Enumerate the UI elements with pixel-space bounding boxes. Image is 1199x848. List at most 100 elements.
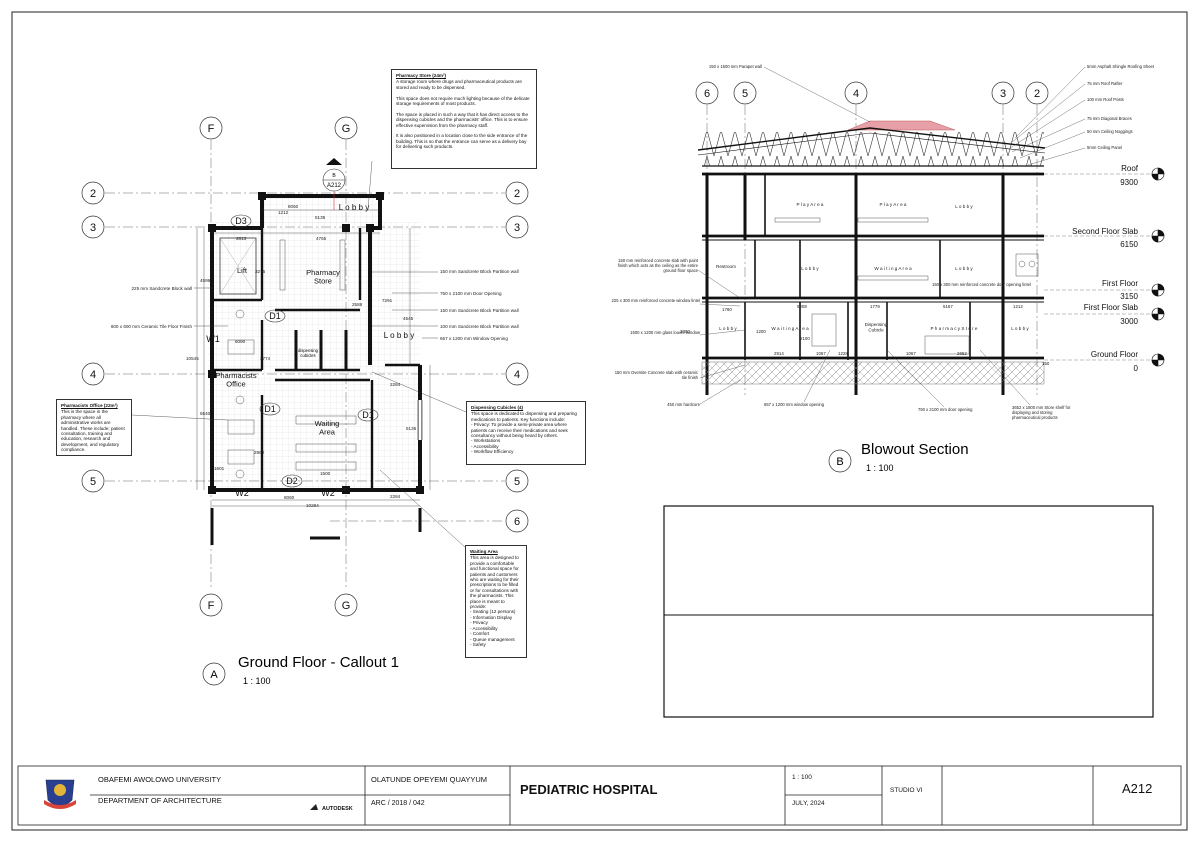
dim-text: 2284 xyxy=(390,494,401,499)
parapet-fill xyxy=(847,120,956,131)
note-title: Pharmacists Office (22m²) xyxy=(61,403,118,408)
section-room: P l a y A r e a xyxy=(797,202,824,207)
dim-text: 10545 xyxy=(186,356,199,361)
tag-d2: D2 xyxy=(286,476,298,486)
tag-w2: W2 xyxy=(321,488,335,498)
section-room: W a i t i n g A r e a xyxy=(874,266,912,271)
section-label: 150 x 300 mm reinforced concrete door op… xyxy=(932,282,1031,287)
level-value: 9300 xyxy=(1120,178,1138,187)
student-name: OLATUNDE OPEYEMI QUAYYUM xyxy=(371,775,487,784)
level-name: Ground Floor xyxy=(1091,350,1138,359)
note-title: Pharmacy Store (24m²) xyxy=(396,73,447,78)
section-title: Blowout Section xyxy=(861,441,969,458)
annotation: 150 mm Sandcrete Block Partition wall xyxy=(440,308,519,313)
plan-scale: 1 : 100 xyxy=(243,676,271,686)
grid-label-3: 3 xyxy=(514,222,520,234)
dim-text: 4545 xyxy=(403,316,414,321)
section-room: L o b b y xyxy=(955,266,973,271)
dim-text: 1500 xyxy=(320,471,331,476)
section-room: P h a r m a c y S t o r e xyxy=(931,326,978,331)
section-room: Restroom xyxy=(716,264,736,269)
dim-text: 1212 xyxy=(1013,304,1023,309)
level-value: 3150 xyxy=(1120,292,1138,301)
dim-text: 2813 xyxy=(236,236,247,241)
tag-w2: W2 xyxy=(235,488,249,498)
dim-text: 1228 xyxy=(838,351,848,356)
annotation: 657 x 1200 mm Window Opening xyxy=(440,336,508,341)
grid-label-f: F xyxy=(208,123,215,135)
grid-label-2: 2 xyxy=(514,188,520,200)
section-room: W a i t i n g A r e a xyxy=(771,326,809,331)
note-pharmacists-office: Pharmacists Office (22m²) This is the sp… xyxy=(56,399,132,456)
grid-label-2: 2 xyxy=(1034,88,1040,100)
dim-text: 5167 xyxy=(943,304,953,309)
dim-text: 2588 xyxy=(352,302,363,307)
section-label: 75 mm Roof Rafter xyxy=(1087,81,1123,86)
grid-label-4: 4 xyxy=(853,88,859,100)
dim-text: 5540 xyxy=(200,411,211,416)
dim-text: 10284 xyxy=(306,503,319,508)
level-markers: Roof 9300 Second Floor Slab 6150 First F… xyxy=(1044,164,1165,373)
dim-text: 4599 xyxy=(200,278,211,283)
drawing-date: JULY, 2024 xyxy=(792,800,825,807)
level-name: Second Floor Slab xyxy=(1072,227,1138,236)
section-room: L o b b y xyxy=(801,266,819,271)
level-name: First Floor Slab xyxy=(1084,303,1139,312)
tag-d1: D1 xyxy=(362,410,374,420)
section-title-letter: B xyxy=(836,456,843,468)
dim-text: 3000 xyxy=(680,329,690,334)
grid-label-2: 2 xyxy=(90,188,96,200)
section-label: 150 x 1500 mm Parapet wall xyxy=(709,64,762,69)
grid-label-3: 3 xyxy=(90,222,96,234)
sheet-number: A212 xyxy=(1122,781,1153,796)
section-label: 5mm Ceiling Panel xyxy=(1087,145,1122,150)
studio-name: STUDIO VI xyxy=(890,787,923,794)
room-label-lobby-right: L o b b y xyxy=(384,331,414,340)
section-label: 3652 x 1800 mm Store shelf for displayin… xyxy=(1012,405,1071,420)
grid-label-5: 5 xyxy=(90,476,96,488)
section-scale: 1 : 100 xyxy=(866,463,894,473)
grid-label-4: 4 xyxy=(90,369,96,381)
dim-text: 5136 xyxy=(406,426,417,431)
dim-text: 2652 xyxy=(957,351,967,356)
project-name: PEDIATRIC HOSPITAL xyxy=(520,782,658,797)
section-room: L o b b y xyxy=(719,326,737,331)
section-label: 50 mm Ceiling Noggings xyxy=(1087,129,1133,134)
grid-label-5: 5 xyxy=(742,88,748,100)
dim-text: 2914 xyxy=(774,351,784,356)
section-label: 225 x 300 mm reinforced concrete window … xyxy=(612,298,701,303)
drawing-scale: 1 : 100 xyxy=(792,774,812,781)
level-name: Roof xyxy=(1121,164,1139,173)
grid-label-g: G xyxy=(342,123,351,135)
blowout-section: 6 5 4 3 2 xyxy=(612,64,1165,473)
section-marker-letter: B xyxy=(332,173,336,179)
section-label: 1500 x 1200 mm glass louvre window xyxy=(630,330,701,335)
tag-d1: D1 xyxy=(264,404,276,414)
note-pharmacy-store: Pharmacy Store (24m²) A storage room whe… xyxy=(391,69,537,169)
plan-title: Ground Floor - Callout 1 xyxy=(238,654,399,671)
room-label-lobby-top: L o b b y xyxy=(339,203,369,212)
dim-text: 2640 xyxy=(236,487,247,492)
grid-label-3: 3 xyxy=(1000,88,1006,100)
dim-text: 7291 xyxy=(382,298,393,303)
dim-text: 5208 xyxy=(797,304,807,309)
room-label-lift: Lift xyxy=(237,266,248,275)
section-label: 150 mm Oversite Concrete slab with ceram… xyxy=(614,370,698,380)
section-label: 450 mm hardcore xyxy=(667,402,700,407)
tag-w1: W1 xyxy=(206,334,220,344)
section-room: P l a y A r e a xyxy=(880,202,907,207)
level-value: 3000 xyxy=(1120,317,1138,326)
autodesk-logo xyxy=(310,804,318,810)
university-logo xyxy=(44,779,76,809)
note-dispensing: Dispensing Cubicles (4) This space is de… xyxy=(466,401,586,465)
note-waiting-area: Waiting Area This area is designed to pr… xyxy=(465,545,527,658)
dim-text: 2960 xyxy=(254,450,265,455)
annotation: 600 x 600 mm Ceramic Tile Floor Finish xyxy=(111,324,193,329)
note-body: This space is dedicated to dispensing an… xyxy=(471,411,577,455)
